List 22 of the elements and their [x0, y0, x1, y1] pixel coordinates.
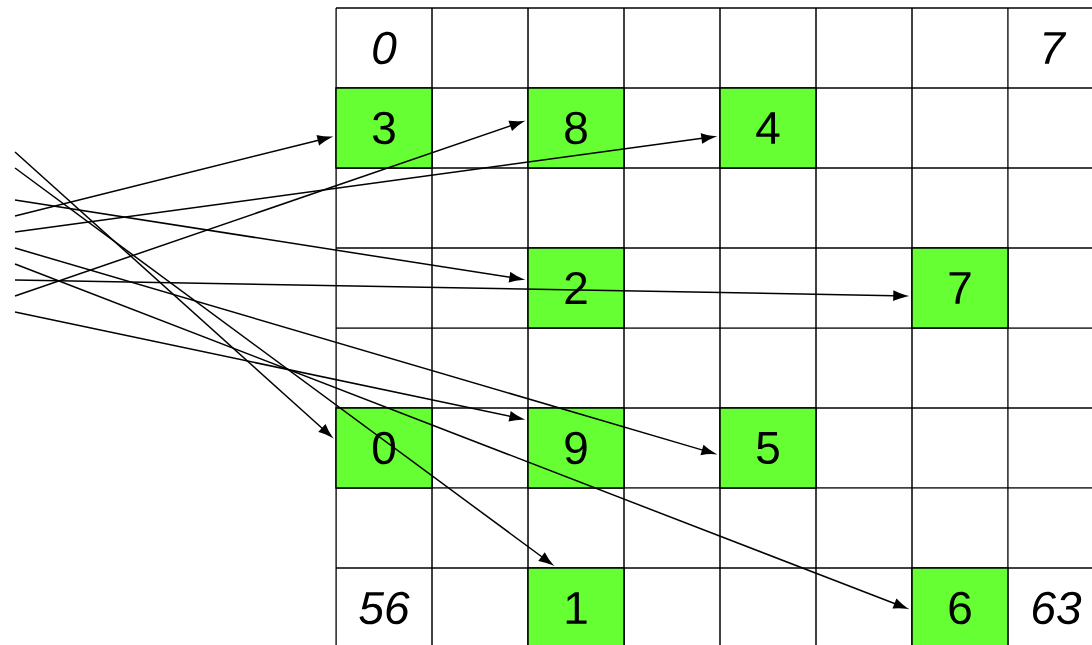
index-label: 0 — [373, 31, 397, 65]
arrow — [14, 151, 333, 438]
number-cell: 5 — [719, 407, 817, 489]
number-cell: 4 — [719, 87, 817, 169]
arrow — [14, 247, 715, 455]
number-cell: 0 — [335, 407, 433, 489]
number-cell: 9 — [527, 407, 625, 489]
number-cell: 6 — [911, 567, 1009, 645]
arrow — [14, 199, 523, 283]
arrow — [14, 133, 715, 233]
number-cell: 7 — [911, 247, 1009, 329]
arrow — [14, 135, 331, 217]
index-label: 7 — [1044, 32, 1067, 64]
number-cell: 1 — [527, 567, 625, 645]
arrow — [14, 311, 523, 422]
number-cell: 8 — [527, 87, 625, 169]
arrow — [14, 279, 907, 301]
arrow — [14, 167, 553, 565]
number-cell: 3 — [335, 87, 433, 169]
index-label: 56 — [359, 591, 410, 625]
arrow — [14, 120, 523, 297]
arrow — [14, 263, 907, 609]
